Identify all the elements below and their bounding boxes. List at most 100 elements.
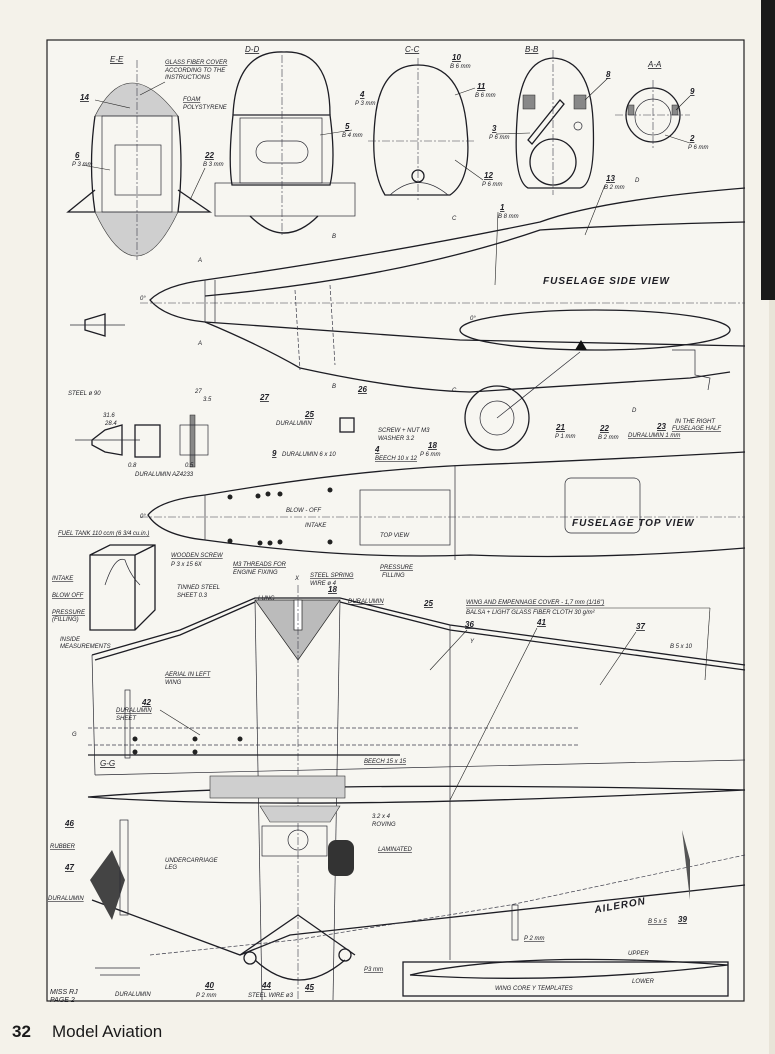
annotations: GLASS FIBER COVER ACCORDING TO THE INSTR… <box>48 60 721 999</box>
note: SCREW + NUT M3 <box>378 428 430 434</box>
ref-d-bottom: D <box>632 408 637 414</box>
note: BEECH 15 x 15 <box>364 759 407 765</box>
ref-g: G <box>72 732 77 738</box>
note: FUEL TANK 110 ccm (6 3/4 cu.in.) <box>58 531 149 537</box>
part-material: P 3 mm <box>355 101 375 107</box>
part-number: 6 <box>75 151 80 160</box>
section-a-a <box>615 80 690 150</box>
note: DURALUMIN AZ4233 <box>135 472 194 478</box>
part-number: 46 <box>64 819 74 828</box>
part-number: 4 <box>374 445 380 454</box>
dimension: 0.5 <box>185 463 194 469</box>
part-material: P 6 mm <box>482 182 502 188</box>
note: WIRE ø 4 <box>310 581 337 587</box>
part-number: 18 <box>428 441 437 450</box>
part-material: P 6 mm <box>489 135 509 141</box>
plan-frame <box>46 39 745 1002</box>
part-number: 11 <box>477 82 486 91</box>
section-c-c <box>368 58 475 200</box>
page-number: 32 <box>12 1022 31 1041</box>
part-number: 25 <box>423 599 433 608</box>
part-number: 40 <box>204 981 214 990</box>
part-material: B 2 mm <box>604 185 625 191</box>
magazine-title: Model Aviation <box>52 1022 163 1041</box>
page-edge <box>769 300 775 1054</box>
part-material: P 1 mm <box>555 434 575 440</box>
angle-label: 0° <box>140 296 146 302</box>
part-number: 36 <box>465 620 474 629</box>
note: BEECH 10 x 12 <box>375 456 418 462</box>
section-title-a-a: A-A <box>647 60 661 69</box>
ref-c-top: C <box>452 216 457 222</box>
note: FOAM <box>183 97 200 103</box>
top-view-label: TOP VIEW <box>380 533 410 539</box>
section-title-b-b: B-B <box>525 45 539 54</box>
ref-y: Y <box>470 639 475 645</box>
angle-label: 0° <box>140 514 146 520</box>
note: DURALUMIN <box>348 599 384 605</box>
note: IN THE RIGHT <box>675 419 716 425</box>
note: P 2 mm <box>524 936 544 942</box>
part-number: 4 <box>359 90 365 99</box>
note: STEEL SPRING <box>310 573 354 579</box>
part-number: 22 <box>204 151 214 160</box>
part-material: B 6 mm <box>450 64 471 70</box>
part-material: B 2 mm <box>598 435 619 441</box>
note: POLYSTYRENE <box>183 105 228 111</box>
part-material: P 6 mm <box>688 145 708 151</box>
part-number: 1 <box>500 203 505 212</box>
note: DURALUMIN 1 mm <box>628 433 680 439</box>
spinner-detail <box>70 313 355 468</box>
note: PRESSURE <box>52 610 86 616</box>
dimension: 28.4 <box>104 421 117 427</box>
part-number: 8 <box>606 70 611 79</box>
part-number: 9 <box>690 87 695 96</box>
part-number: 14 <box>80 93 89 102</box>
ref-c-bottom: C <box>452 388 457 394</box>
dimension: 31.6 <box>103 413 115 419</box>
fuselage-side-view-title: FUSELAGE SIDE VIEW <box>543 276 670 287</box>
part-callouts: 14 6 P 3 mm 22 B 3 mm 5 B 4 mm 4 P 3 mm … <box>64 53 708 992</box>
part-material: B 6 mm <box>475 93 496 99</box>
note: SHEET <box>116 716 137 722</box>
angle-label: 0° <box>470 316 476 322</box>
dimension: 27 <box>194 389 202 395</box>
note: B 5 x 10 <box>670 644 693 650</box>
note: BLOW OFF <box>52 593 84 599</box>
note: MEASUREMENTS <box>60 644 111 650</box>
ref-x: X <box>294 576 300 582</box>
note: AERIAL IN LEFT <box>164 672 212 678</box>
note: ENGINE FIXING <box>233 570 278 576</box>
ref-d-top: D <box>635 178 640 184</box>
fuselage-top-view <box>140 451 746 560</box>
plan-name: MISS RJ <box>50 989 78 996</box>
note: STEEL WIRE ø3 <box>248 993 294 999</box>
ref-a-bottom: A <box>197 341 202 347</box>
note: LAMINATED <box>378 847 413 853</box>
leader-lines <box>81 77 711 801</box>
note: DURALUMIN 6 x 10 <box>282 452 336 458</box>
dimension: 3.5 <box>203 397 212 403</box>
note: DURALUMIN <box>48 896 84 902</box>
section-title-d-d: D-D <box>245 45 259 54</box>
note: INSIDE <box>60 637 81 643</box>
fuselage-top-view-title: FUSELAGE TOP VIEW <box>572 518 695 529</box>
part-number: 45 <box>304 983 314 992</box>
part-material: P 3 mm <box>72 162 92 168</box>
plan-page: PAGE 2 <box>50 997 75 1004</box>
note: M3 THREADS FOR <box>233 562 287 568</box>
note: INTAKE <box>52 576 74 582</box>
note: INSTRUCTIONS <box>165 75 210 81</box>
note: UNDERCARRIAGE <box>165 858 219 864</box>
note: LEG <box>165 865 177 871</box>
note: DURALUMIN <box>115 992 151 998</box>
part-number: 22 <box>599 424 609 433</box>
note: GLASS FIBER COVER <box>165 60 228 66</box>
dimension: 0.8 <box>128 463 137 469</box>
note: FILLING <box>382 573 405 579</box>
note: WING AND EMPENNAGE COVER - 1,7 mm (1/16"… <box>466 600 604 606</box>
part-material: B 4 mm <box>342 133 363 139</box>
note: BALSA + LIGHT GLASS FIBER CLOTH 30 g/m² <box>466 610 596 616</box>
note: BLOW - OFF <box>286 508 321 514</box>
ref-b-top: B <box>332 234 336 240</box>
